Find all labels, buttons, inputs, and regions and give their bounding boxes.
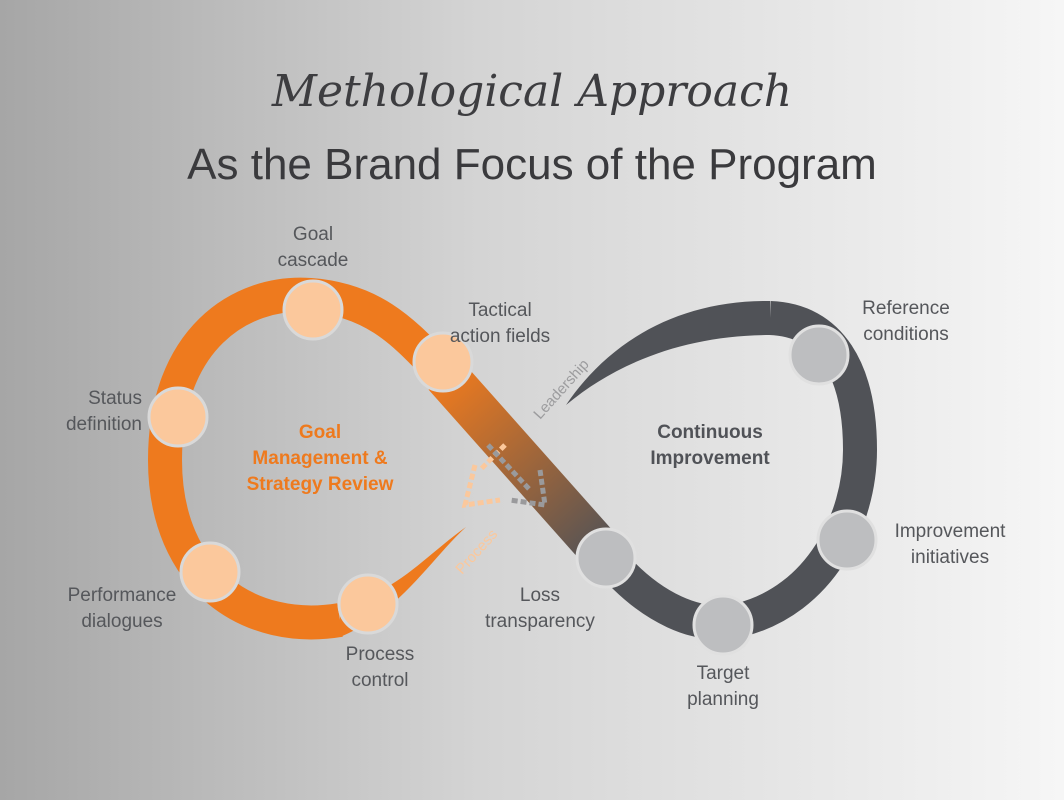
label-line: Reference <box>862 298 950 319</box>
label-line: definition <box>65 414 142 435</box>
label-line: Performance <box>67 585 177 606</box>
label-line: transparency <box>485 611 595 632</box>
label-tactical-action-fields: Tactical action fields <box>440 298 560 350</box>
label-reference-conditions: Reference conditions <box>850 296 962 348</box>
label-line: conditions <box>863 324 949 345</box>
center-line: Strategy Review <box>246 474 394 495</box>
label-line: control <box>351 670 409 691</box>
center-line: Goal <box>298 422 342 443</box>
label-line: Status <box>88 388 142 409</box>
node-reference-conditions[interactable] <box>788 324 850 386</box>
label-line: Goal <box>292 224 334 245</box>
leadership-arrow-icon <box>486 443 548 508</box>
label-target-planning: Target planning <box>673 661 773 713</box>
diagram-subtitle: As the Brand Focus of the Program <box>187 140 877 189</box>
center-line: Improvement <box>650 448 770 469</box>
node-process-control[interactable] <box>337 573 399 635</box>
goal-loop-band <box>147 277 458 640</box>
label-loss-transparency: Loss transparency <box>475 583 605 635</box>
direction-arrows <box>461 443 548 509</box>
leadership-taper <box>566 300 770 405</box>
node-status-definition[interactable] <box>147 386 209 448</box>
transition-band <box>428 360 622 570</box>
label-line: Tactical <box>468 300 532 321</box>
label-goal-cascade: Goal cascade <box>263 222 363 274</box>
diagram-title: Methological Approach <box>271 66 793 117</box>
continuous-improvement-center-label: Continuous Improvement <box>620 420 800 472</box>
label-line: Target <box>696 663 750 684</box>
label-process-control: Process control <box>330 642 430 694</box>
label-line: Improvement <box>894 521 1006 542</box>
node-target-planning[interactable] <box>692 594 754 656</box>
node-loss-transparency[interactable] <box>575 527 637 589</box>
node-performance-dialogues[interactable] <box>179 541 241 603</box>
goal-management-center-label: Goal Management & Strategy Review <box>230 420 410 498</box>
label-line: Loss <box>519 585 561 606</box>
label-status-definition: Status definition <box>30 386 142 438</box>
node-goal-cascade[interactable] <box>282 279 344 341</box>
node-improvement-initiatives[interactable] <box>816 509 878 571</box>
orange-nodes <box>147 279 474 635</box>
label-line: cascade <box>277 250 349 271</box>
label-line: action fields <box>449 326 551 347</box>
center-line: Continuous <box>657 422 763 443</box>
label-improvement-initiatives: Improvement initiatives <box>885 519 1015 571</box>
process-label: Process <box>452 526 501 578</box>
process-arrow-icon <box>461 443 507 509</box>
node-tactical-action-fields[interactable] <box>412 331 474 393</box>
gray-nodes <box>575 324 878 656</box>
label-line: initiatives <box>910 547 990 568</box>
label-line: dialogues <box>81 611 163 632</box>
center-line: Management & <box>252 448 388 469</box>
label-performance-dialogues: Performance dialogues <box>52 583 192 635</box>
label-line: Process <box>345 644 415 665</box>
label-line: planning <box>687 689 759 710</box>
